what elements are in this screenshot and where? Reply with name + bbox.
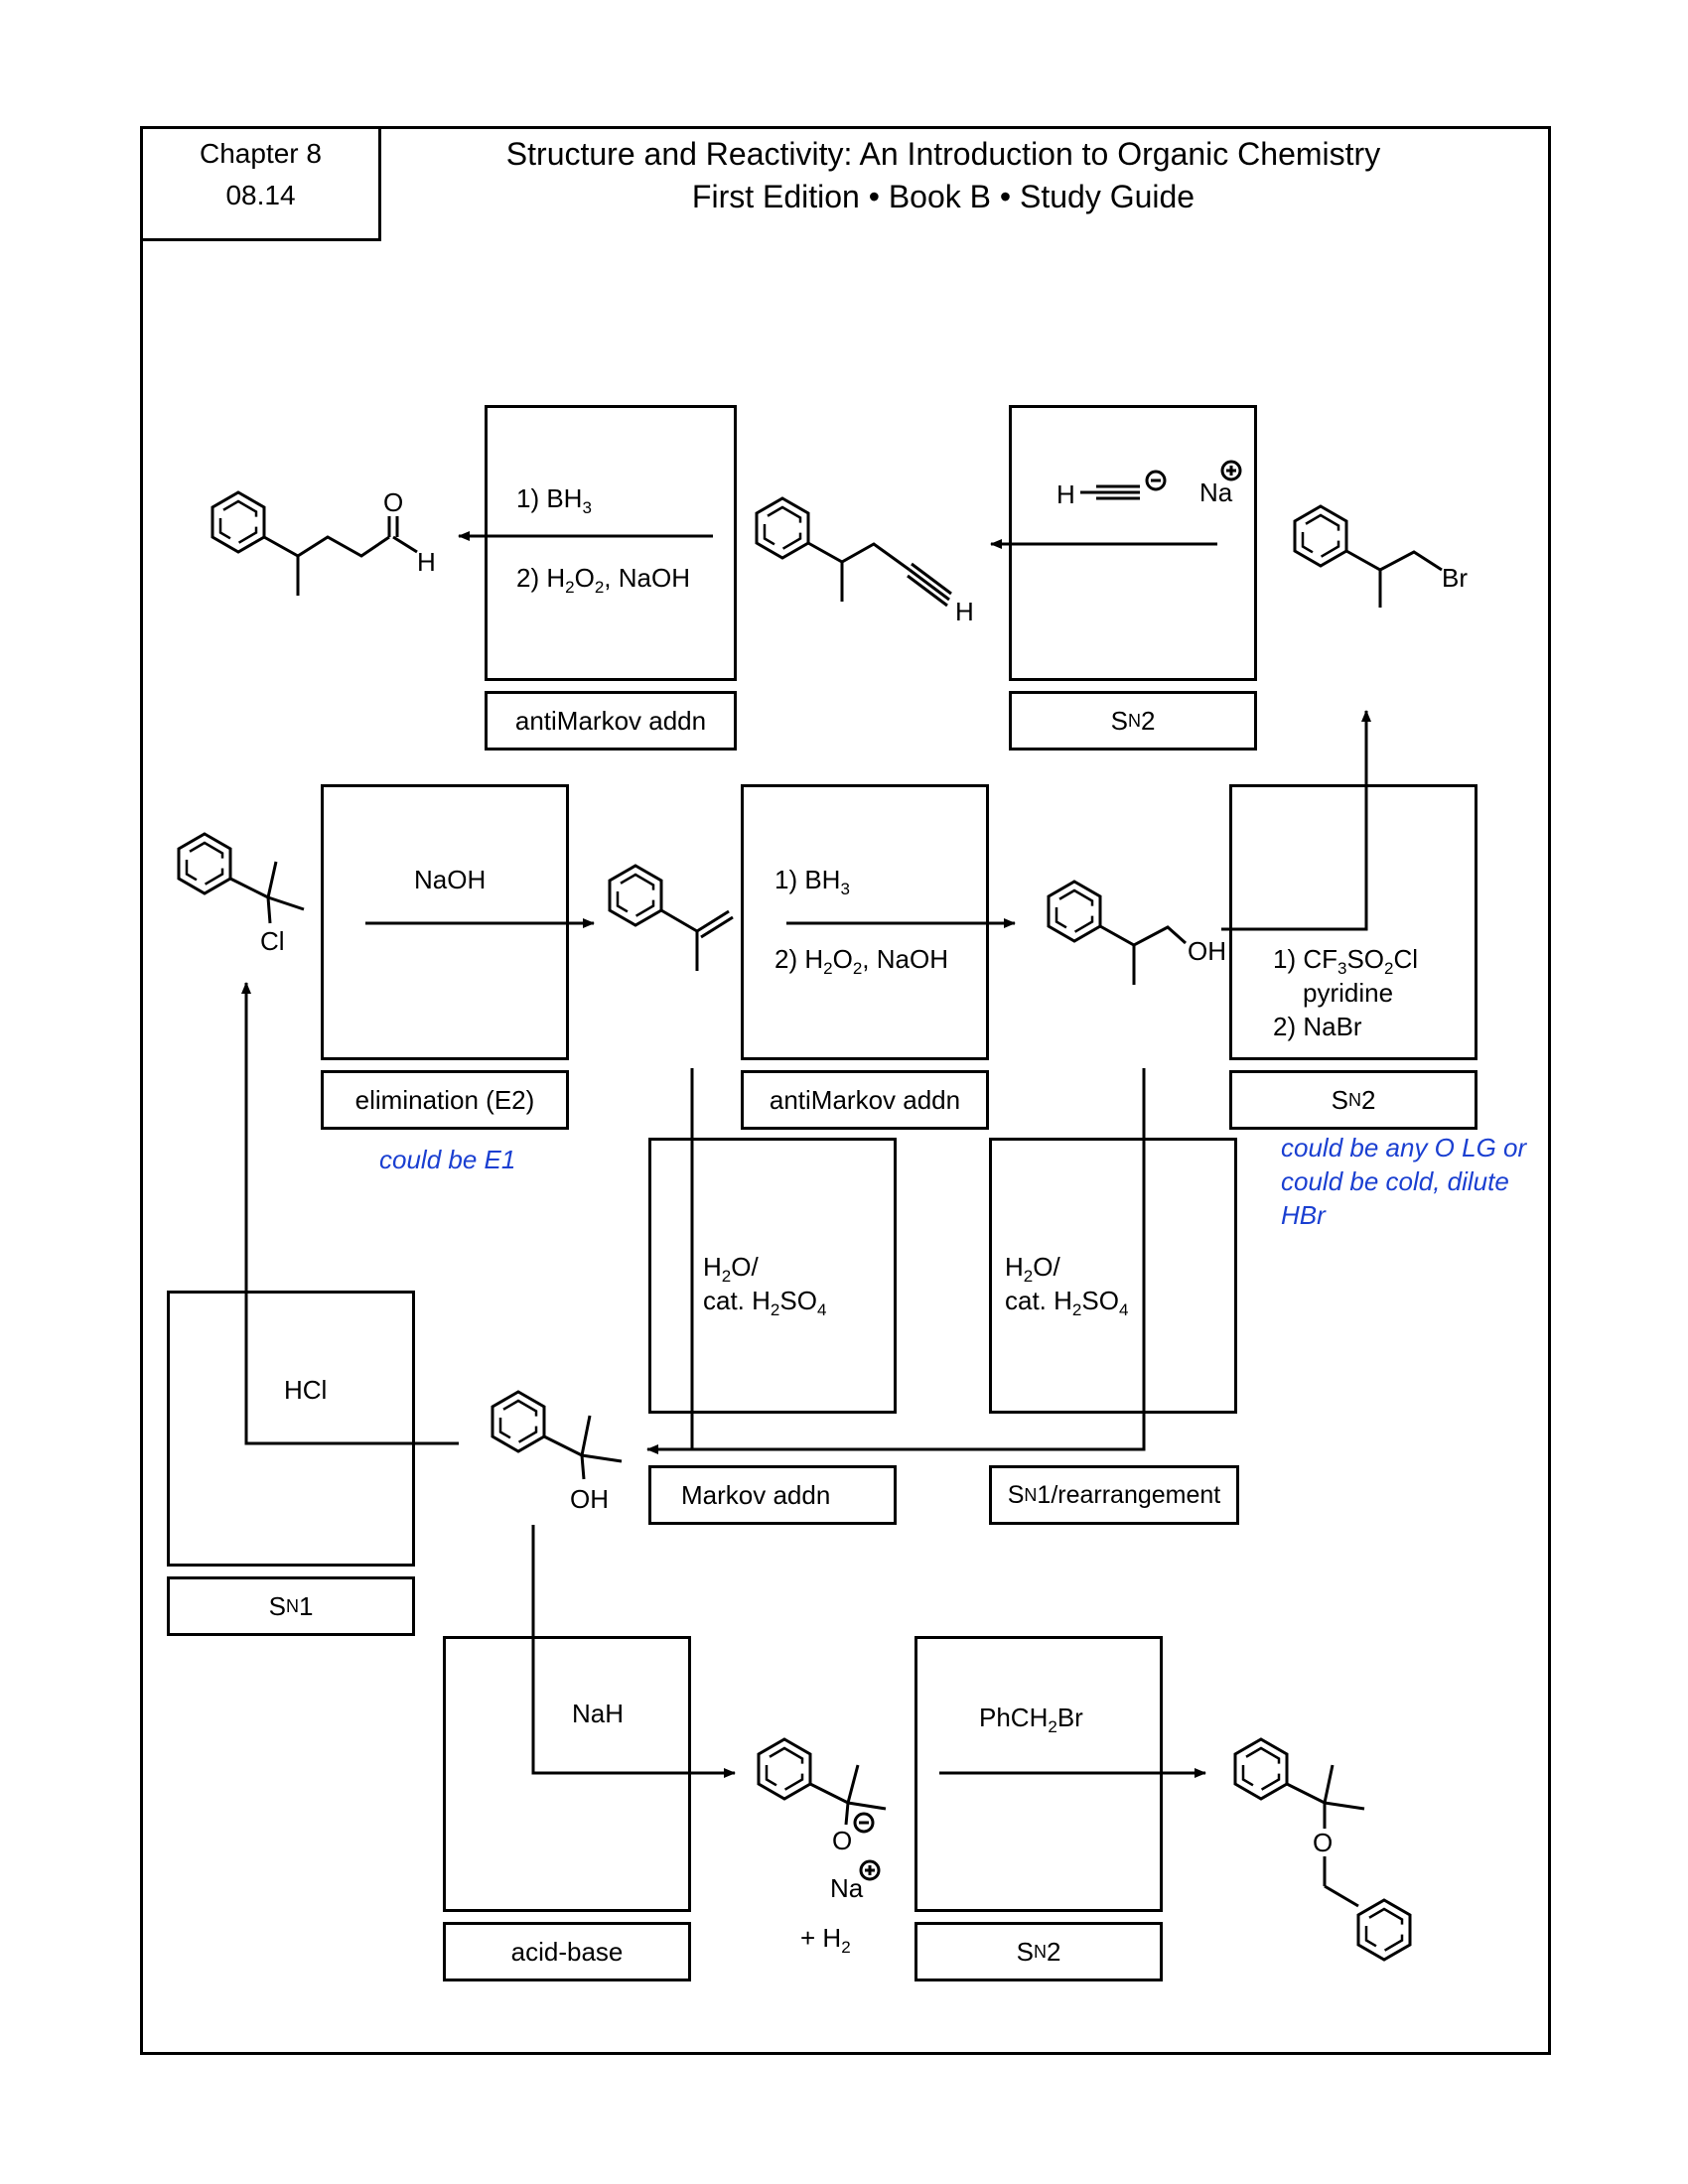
reagent-h2o-markov: H2O/: [703, 1252, 759, 1287]
atom-alkyne-h: H: [955, 597, 974, 626]
arrow-nah: [531, 1525, 736, 1778]
reaction-box-hcl: [167, 1291, 415, 1567]
atom-bromide-br: Br: [1442, 563, 1468, 593]
tertiary-chloride-structure: [177, 832, 305, 924]
reaction-box-sn2-right: [1229, 784, 1477, 1060]
atom-aldehyde-h: H: [417, 547, 436, 577]
bromide-structure: [1293, 504, 1443, 608]
atom-alkoxide-o: O: [832, 1826, 853, 1855]
page-header: Structure and Reactivity: An Introductio…: [397, 133, 1489, 218]
tertiary-alcohol-structure: [491, 1390, 623, 1480]
reagent-pyridine: pyridine: [1303, 978, 1394, 1008]
acetylide-structure: [1080, 460, 1242, 500]
chapter-label: Chapter 8: [200, 138, 322, 169]
reagent-cf3so2cl: 1) CF3SO2Cl: [1273, 944, 1419, 979]
reagent-h2o2-mid: 2) H2O2, NaOH: [774, 944, 948, 979]
acetylide-na: Na: [1199, 478, 1233, 507]
atom-primary-oh: OH: [1188, 936, 1226, 966]
page-subtitle: First Edition • Book B • Study Guide: [691, 179, 1196, 215]
chapter-box: Chapter 8 08.14: [140, 126, 381, 241]
reagent-nabr: 2) NaBr: [1273, 1012, 1362, 1041]
page-frame: [140, 126, 1551, 2055]
arrow-sn1-rearrangement: [647, 1068, 1146, 1451]
arrow-hcl: [241, 982, 459, 1445]
reagent-naoh: NaOH: [414, 865, 487, 894]
reaction-box-sn1-rearr: [989, 1138, 1237, 1414]
atom-chloride-cl: Cl: [260, 926, 285, 956]
label-elimination: elimination (E2): [321, 1070, 569, 1130]
reaction-box-antimarkov-top: [485, 405, 737, 681]
reagent-h2o2-top: 2) H2O2, NaOH: [516, 563, 690, 598]
reagent-hcl: HCl: [284, 1375, 328, 1405]
benzyl-ether-structure: [1233, 1737, 1412, 1962]
alkoxide-structure: [757, 1737, 887, 1881]
reagent-h2so4-sn1: cat. H2SO4: [1005, 1286, 1129, 1320]
reagent-bh3-mid: 1) BH3: [774, 865, 850, 899]
reagent-nah: NaH: [572, 1699, 625, 1728]
label-markov: Markov addn: [648, 1465, 897, 1525]
alkyne-structure: [755, 496, 952, 608]
label-antimarkov-top: antiMarkov addn: [485, 691, 737, 751]
aldehyde-structure: [211, 490, 418, 596]
atom-aldehyde-o: O: [383, 487, 404, 517]
primary-alcohol-structure: [1047, 880, 1187, 985]
reagent-bh3-top: 1) BH3: [516, 483, 592, 518]
reagent-phch2br: PhCH2Br: [979, 1703, 1083, 1737]
reagent-h2so4-markov: cat. H2SO4: [703, 1286, 827, 1320]
atom-ether-o: O: [1313, 1828, 1334, 1857]
note-any-o-lg: could be any O LG or could be cold, dilu…: [1281, 1133, 1527, 1230]
arrow-markov: [646, 1068, 694, 1454]
note-could-be-e1: could be E1: [379, 1145, 516, 1174]
page-title: Structure and Reactivity: An Introductio…: [505, 136, 1381, 172]
acetylide-h: H: [1056, 479, 1075, 509]
reagent-h2o-sn1: H2O/: [1005, 1252, 1060, 1287]
atom-alkoxide-na: Na: [830, 1873, 864, 1903]
byproduct-h2: + H2: [800, 1923, 851, 1958]
atom-tertiary-oh: OH: [570, 1484, 609, 1514]
label-antimarkov-mid: antiMarkov addn: [741, 1070, 989, 1130]
alkene-structure: [608, 864, 734, 971]
arrow-to-bromide: [1221, 710, 1371, 931]
label-acid-base: acid-base: [443, 1922, 691, 1981]
page-number: 08.14: [225, 180, 296, 210]
reaction-box-markov: [648, 1138, 897, 1414]
